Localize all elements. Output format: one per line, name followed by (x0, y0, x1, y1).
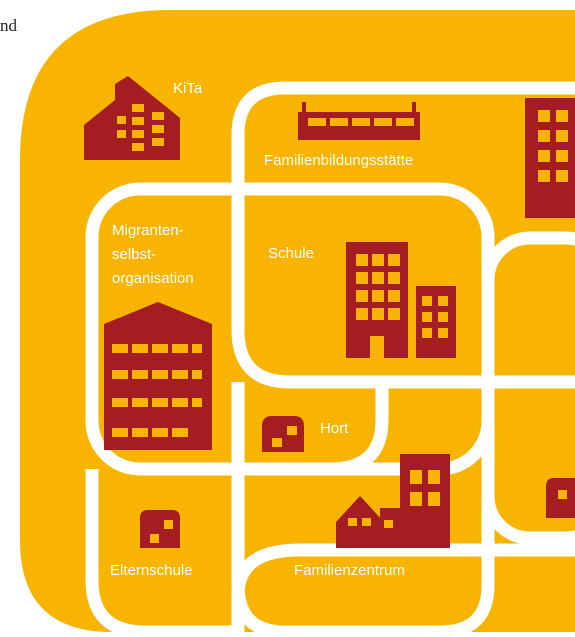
hort-label: Hort (320, 420, 349, 437)
schule-building-icon (346, 242, 456, 358)
familienbildungsstaette-building-icon (298, 102, 420, 140)
elternschule-label: Elternschule (110, 562, 193, 579)
road-hort-loop (231, 382, 495, 637)
road-hort-inner (238, 382, 389, 476)
familienbildungsstaette-label: Familienbildungsstätte (264, 152, 414, 169)
kita-building-icon (84, 76, 180, 160)
road-right-block (481, 231, 575, 545)
road-top-block (231, 81, 575, 389)
elternschule-building-icon (140, 510, 180, 548)
hort-building-icon (262, 416, 304, 452)
schule-label: Schule (268, 245, 314, 262)
cut-off-text-fragment: nd (0, 16, 17, 35)
road-network (85, 81, 575, 637)
migranten-label-line-3: organisation (112, 270, 194, 287)
familienzentrum-building-icon (336, 454, 450, 548)
migranten-label-line-1: Migranten- (112, 222, 184, 239)
road-lower-loop (85, 469, 238, 637)
familienzentrum-label: Familienzentrum (294, 562, 405, 579)
right-tall-building-icon (525, 98, 575, 218)
migranten-building-icon (104, 302, 212, 450)
right-small-building-icon (546, 478, 575, 518)
migranten-label-line-2: selbst- (112, 246, 157, 263)
kita-label: KiTa (173, 80, 203, 97)
